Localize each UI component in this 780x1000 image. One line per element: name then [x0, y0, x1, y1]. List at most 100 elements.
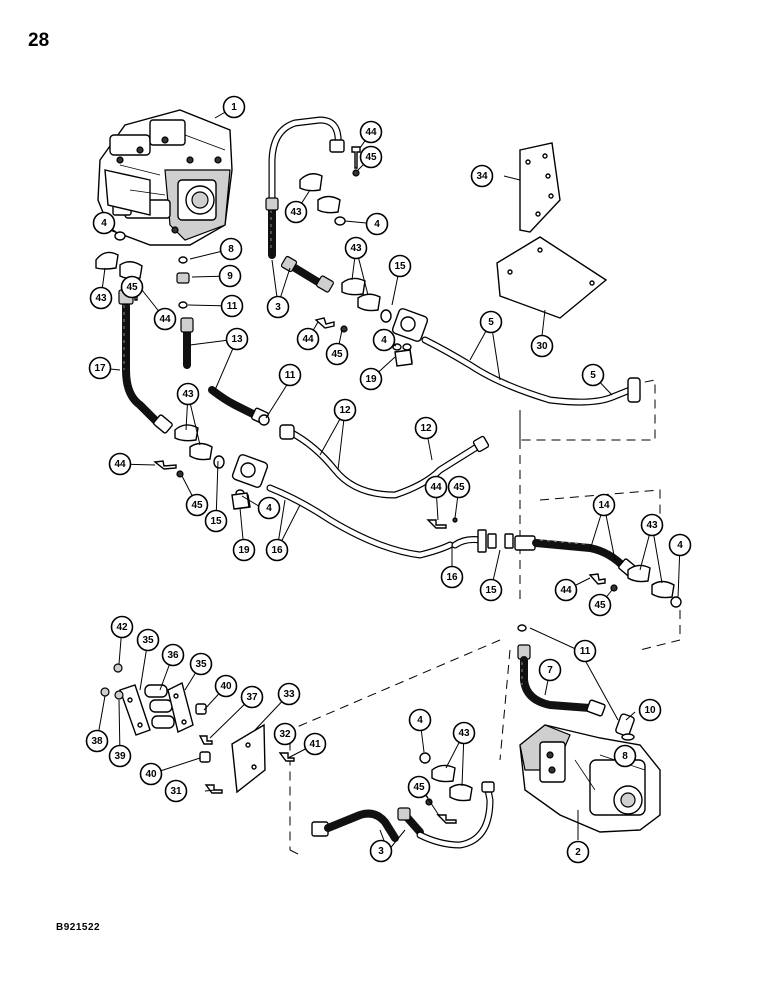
callout-label: 36 — [167, 650, 179, 661]
callout-17: 17 — [88, 356, 112, 380]
callout-circle — [277, 682, 301, 706]
callout-circle — [284, 200, 308, 224]
callout-label: 15 — [210, 516, 222, 527]
callout-43: 43 — [176, 382, 200, 406]
callout-circle — [538, 658, 562, 682]
callout-label: 35 — [195, 659, 207, 670]
callout-label: 7 — [547, 665, 553, 676]
callout-label: 4 — [266, 503, 272, 514]
callout-label: 11 — [227, 301, 238, 312]
callout-circle — [219, 237, 243, 261]
callout-circle — [92, 211, 116, 235]
callout-11: 11 — [278, 363, 302, 387]
callout-label: 43 — [350, 243, 362, 254]
callout-label: 15 — [394, 261, 406, 272]
callout-label: 32 — [279, 729, 291, 740]
callout-circle — [638, 698, 662, 722]
callout-circle — [222, 95, 246, 119]
callout-label: 14 — [598, 500, 610, 511]
hose-13 — [180, 317, 269, 425]
callout-circle — [333, 398, 357, 422]
callout-39: 39 — [108, 744, 132, 768]
page-number: 28 — [28, 30, 50, 51]
callout-circle — [447, 475, 471, 499]
callout-34: 34 — [470, 164, 494, 188]
callout-label: 5 — [488, 317, 494, 328]
callout-11: 11 — [573, 639, 597, 663]
callout-circle — [372, 328, 396, 352]
callout-circle — [369, 839, 393, 863]
callout-label: 43 — [95, 293, 107, 304]
callout-label: 45 — [126, 282, 138, 293]
callout-label: 31 — [170, 786, 182, 797]
callout-45: 45 — [407, 775, 431, 799]
hose-7 — [517, 644, 606, 717]
callout-circle — [214, 674, 238, 698]
callout-label: 37 — [246, 692, 258, 703]
callout-label: 35 — [142, 635, 154, 646]
callout-circle — [592, 493, 616, 517]
callout-circle — [273, 722, 297, 746]
callout-circle — [204, 509, 228, 533]
callout-label: 41 — [309, 739, 321, 750]
callout-44: 44 — [296, 327, 320, 351]
callout-circle — [161, 643, 185, 667]
callout-43: 43 — [640, 513, 664, 537]
callout-label: 8 — [228, 244, 234, 255]
callout-14: 14 — [592, 493, 616, 517]
callout-circle — [581, 363, 605, 387]
callout-4: 4 — [365, 212, 389, 236]
callout-label: 45 — [365, 152, 377, 163]
callout-circle — [414, 416, 438, 440]
callout-label: 8 — [622, 751, 628, 762]
callout-circle — [573, 639, 597, 663]
hose-and-tube-3-lower — [311, 781, 495, 849]
callout-circle — [108, 744, 132, 768]
callout-circle — [554, 578, 578, 602]
bracket-plate-33 — [231, 723, 266, 794]
callout-33: 33 — [277, 682, 301, 706]
callout-30: 30 — [530, 334, 554, 358]
callout-45: 45 — [447, 475, 471, 499]
callout-circle — [218, 264, 242, 288]
clamp-halves — [95, 173, 675, 802]
shield-plate-30 — [496, 236, 608, 319]
callout-circle — [407, 775, 431, 799]
callout-45: 45 — [359, 145, 383, 169]
callout-37: 37 — [240, 685, 264, 709]
callout-40: 40 — [139, 762, 163, 786]
callout-circle — [668, 533, 692, 557]
callout-circle — [220, 294, 244, 318]
callout-label: 15 — [485, 585, 497, 596]
callout-7: 7 — [538, 658, 562, 682]
callout-4: 4 — [668, 533, 692, 557]
tube-12 — [279, 424, 490, 499]
callout-label: 12 — [420, 423, 432, 434]
callout-circle — [479, 578, 503, 602]
callout-circle — [452, 721, 476, 745]
callout-circle — [278, 363, 302, 387]
callout-circle — [303, 732, 327, 756]
callout-circle — [388, 254, 412, 278]
callout-circle — [588, 593, 612, 617]
callout-4: 4 — [408, 708, 432, 732]
callout-label: 44 — [560, 585, 572, 596]
callout-circle — [232, 538, 256, 562]
callout-15: 15 — [204, 509, 228, 533]
callout-41: 41 — [303, 732, 327, 756]
callout-4: 4 — [92, 211, 116, 235]
bracket-plate-34 — [519, 142, 561, 233]
callout-label: 40 — [145, 769, 157, 780]
callout-19: 19 — [359, 367, 383, 391]
callout-circle — [359, 145, 383, 169]
callout-label: 4 — [101, 218, 107, 229]
callout-4: 4 — [372, 328, 396, 352]
callout-circle — [189, 652, 213, 676]
callout-35: 35 — [189, 652, 213, 676]
callout-circle — [265, 538, 289, 562]
callout-label: 34 — [476, 171, 488, 182]
callout-circle — [424, 475, 448, 499]
small-hardware — [100, 146, 682, 824]
